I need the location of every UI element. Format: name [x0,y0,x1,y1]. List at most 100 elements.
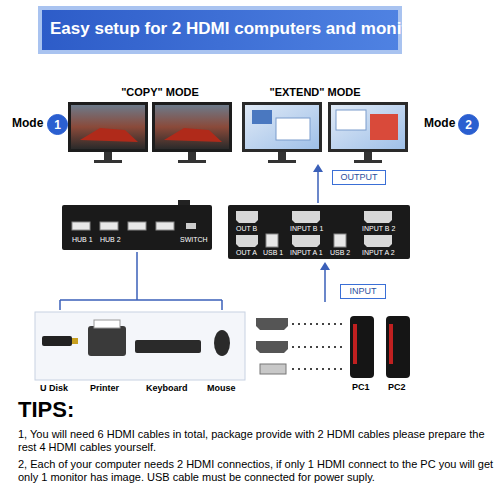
device-label: Mouse [207,383,236,393]
output-arrow-head [313,164,323,172]
port-label: SWITCH [180,236,208,243]
hdmi-port [236,235,258,247]
peripheral-bracket [221,300,223,310]
monitor-frame [152,102,232,152]
monitor-screen [155,105,229,149]
monitor-screen [331,105,405,149]
hdmi-port [236,211,258,223]
desktop-window [336,110,366,130]
monitor-screen [71,105,145,149]
peripheral-wire [136,252,138,300]
hdmi-port [364,211,392,223]
input-box: INPUT [340,284,386,299]
usb-port [266,234,278,247]
peripheral-bracket [60,299,222,301]
output-arrow-line [317,170,319,203]
copy-monitors [68,102,232,163]
pc-tower [386,316,410,378]
mode-heading: "EXTEND" MODE [255,86,375,99]
pc-accent [353,324,357,364]
hdmi-port [292,235,320,247]
hdmi-cable [256,341,288,353]
usb-port [128,222,146,230]
usb-cable [260,364,286,374]
car-image [164,128,222,142]
dotted-link [292,368,346,370]
desktop-window [370,114,398,140]
printer-paper [94,320,120,328]
input-arrow-line [324,268,326,302]
device-label: Keyboard [146,383,188,393]
pc-accent [389,324,393,364]
device-label: U Disk [40,383,68,393]
port-label: HUB 1 [72,236,93,243]
port-label: OUT A [236,249,257,256]
port-label: INPUT A 2 [362,249,395,256]
port-label: INPUT B 1 [290,225,323,232]
node-text: INPUT [350,287,377,296]
mode-circle: 1 [47,114,68,135]
monitor-stand [364,152,372,160]
monitor-stand [104,152,112,160]
tip-text: 2, Each of your computer needs 2 HDMI co… [18,458,494,483]
monitor-base [354,160,382,163]
usb-port [156,222,174,230]
mode-label: Mode [424,117,455,131]
monitor-base [268,160,296,163]
front-panel-body [62,205,212,250]
output-box: OUTPUT [332,170,386,185]
u-disk-plug [72,338,78,344]
u-disk-icon [42,336,72,346]
monitor-frame [68,102,148,152]
desktop-window [252,110,272,124]
pc-tower [350,316,374,378]
dotted-link [292,346,346,348]
monitor-stand [278,152,286,160]
hdmi-cable [256,318,288,330]
peripheral-frame [35,312,245,380]
cables [256,318,346,374]
title-text: Easy setup for 2 HDMI computers and moni… [50,19,395,39]
mouse-icon [214,330,230,356]
port-label: INPUT B 2 [362,225,395,232]
device-label: Printer [90,383,119,393]
hdmi-port [364,235,392,247]
keyboard-icon [135,340,201,353]
title-band [42,10,398,50]
node-text: OUTPUT [341,173,378,182]
extend-monitors [242,102,408,163]
pc-label: PC1 [352,382,370,392]
title-band-edge [38,6,402,54]
pc-label: PC2 [388,382,406,392]
tip-text: 1, You will need 6 HDMI cables in total,… [18,428,488,453]
kvm-back-panel [228,205,410,259]
printer-icon [88,326,126,356]
node-text: 2 [465,119,472,131]
port-label: OUT B [236,225,257,232]
peripheral-bracket [59,300,61,310]
monitor-screen [245,105,319,149]
input-arrow-head [320,262,330,270]
mode-label: Mode [12,117,43,131]
usb-port [72,222,90,230]
port-label: USB 2 [330,249,350,256]
desktop-window [276,118,310,140]
kvm-front-panel [62,200,212,250]
monitor-frame [242,102,322,152]
tips-heading: TIPS: [18,397,74,422]
port-label: INPUT A 1 [290,249,323,256]
back-panel-body [228,205,410,259]
port-label: HUB 2 [100,236,121,243]
usb-port [100,222,118,230]
pcs [350,316,410,378]
monitor-base [94,160,122,163]
circle-shape [459,115,479,135]
hdmi-port [292,211,320,223]
monitor-frame [328,102,408,152]
node-text: 1 [54,119,61,131]
mode-heading: "COPY" MODE [105,86,215,99]
monitor-stand [188,152,196,160]
dotted-link [292,323,346,325]
micro-usb-port [186,223,196,229]
